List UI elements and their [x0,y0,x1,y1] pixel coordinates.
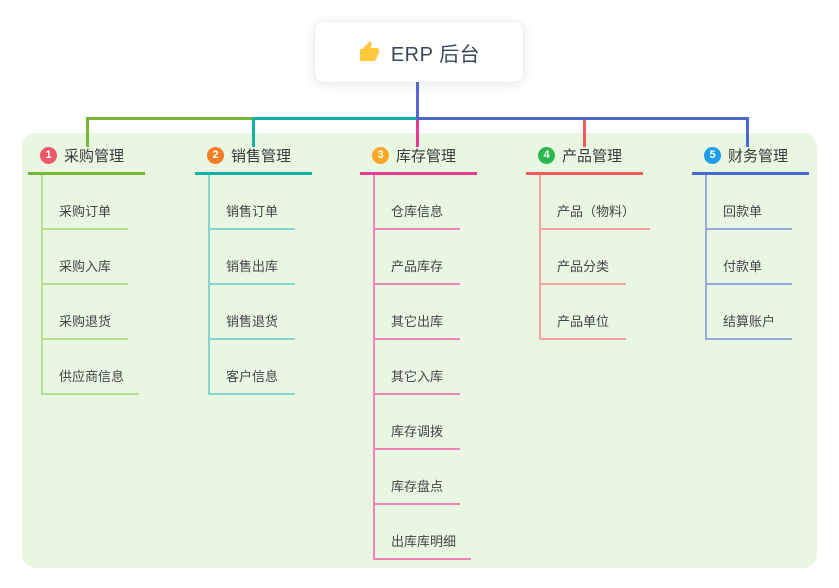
child-node[interactable]: 销售退货 [210,285,295,340]
connector-branch-5 [418,117,749,120]
branch-title: 产品管理 [562,148,623,165]
child-node[interactable]: 产品（物料） [541,175,651,230]
root-node[interactable]: ERP 后台 [315,22,523,82]
branch-node[interactable]: 5 财务管理 [692,145,809,175]
branch-node[interactable]: 3 库存管理 [360,145,477,175]
branch-column: 2 销售管理 销售订单销售出库销售退货客户信息 [195,145,312,395]
branch-number-badge: 2 [207,147,224,164]
child-node[interactable]: 客户信息 [210,340,295,395]
child-node[interactable]: 其它出库 [375,285,460,340]
child-node[interactable]: 其它入库 [375,340,460,395]
root-stem [416,82,419,120]
branch-number-badge: 5 [704,147,721,164]
child-node[interactable]: 库存盘点 [375,450,460,505]
branch-number-badge: 1 [40,147,57,164]
child-node[interactable]: 库存调拨 [375,395,460,450]
branch-number-badge: 4 [538,147,555,164]
drop-branch-2 [252,120,255,147]
child-node[interactable]: 采购入库 [43,230,128,285]
branch-children: 仓库信息产品库存其它出库其它入库库存调拨库存盘点出库库明细 [373,175,472,560]
child-node[interactable]: 供应商信息 [43,340,140,395]
branch-children: 采购订单采购入库采购退货供应商信息 [41,175,140,395]
branch-column: 1 采购管理 采购订单采购入库采购退货供应商信息 [28,145,145,395]
branch-title: 采购管理 [64,148,125,165]
child-node[interactable]: 采购订单 [43,175,128,230]
branch-column: 4 产品管理 产品（物料）产品分类产品单位 [526,145,651,340]
child-node[interactable]: 采购退货 [43,285,128,340]
child-node[interactable]: 产品库存 [375,230,460,285]
branch-node[interactable]: 4 产品管理 [526,145,643,175]
branch-children: 销售订单销售出库销售退货客户信息 [208,175,295,395]
child-node[interactable]: 结算账户 [707,285,792,340]
child-node[interactable]: 回款单 [707,175,792,230]
branch-title: 销售管理 [231,148,292,165]
child-node[interactable]: 销售订单 [210,175,295,230]
root-node-label: ERP 后台 [390,43,481,66]
branch-title: 库存管理 [396,148,457,165]
drop-branch-4 [583,120,586,147]
thumbs-up-icon [358,40,382,64]
child-node[interactable]: 产品分类 [541,230,626,285]
drop-branch-1 [86,120,89,147]
child-node[interactable]: 销售出库 [210,230,295,285]
child-node[interactable]: 产品单位 [541,285,626,340]
branch-number-badge: 3 [372,147,389,164]
child-node[interactable]: 付款单 [707,230,792,285]
branch-children: 回款单付款单结算账户 [705,175,792,340]
drop-branch-3 [416,120,419,147]
child-node[interactable]: 仓库信息 [375,175,460,230]
branch-title: 财务管理 [728,148,789,165]
child-node[interactable]: 出库库明细 [375,505,472,560]
branches-panel [22,133,817,568]
branch-node[interactable]: 1 采购管理 [28,145,145,175]
branch-column: 5 财务管理 回款单付款单结算账户 [692,145,809,340]
connector-branch-2 [252,117,418,120]
drop-branch-5 [746,120,749,147]
branch-children: 产品（物料）产品分类产品单位 [539,175,651,340]
branch-column: 3 库存管理 仓库信息产品库存其它出库其它入库库存调拨库存盘点出库库明细 [360,145,477,560]
branch-node[interactable]: 2 销售管理 [195,145,312,175]
